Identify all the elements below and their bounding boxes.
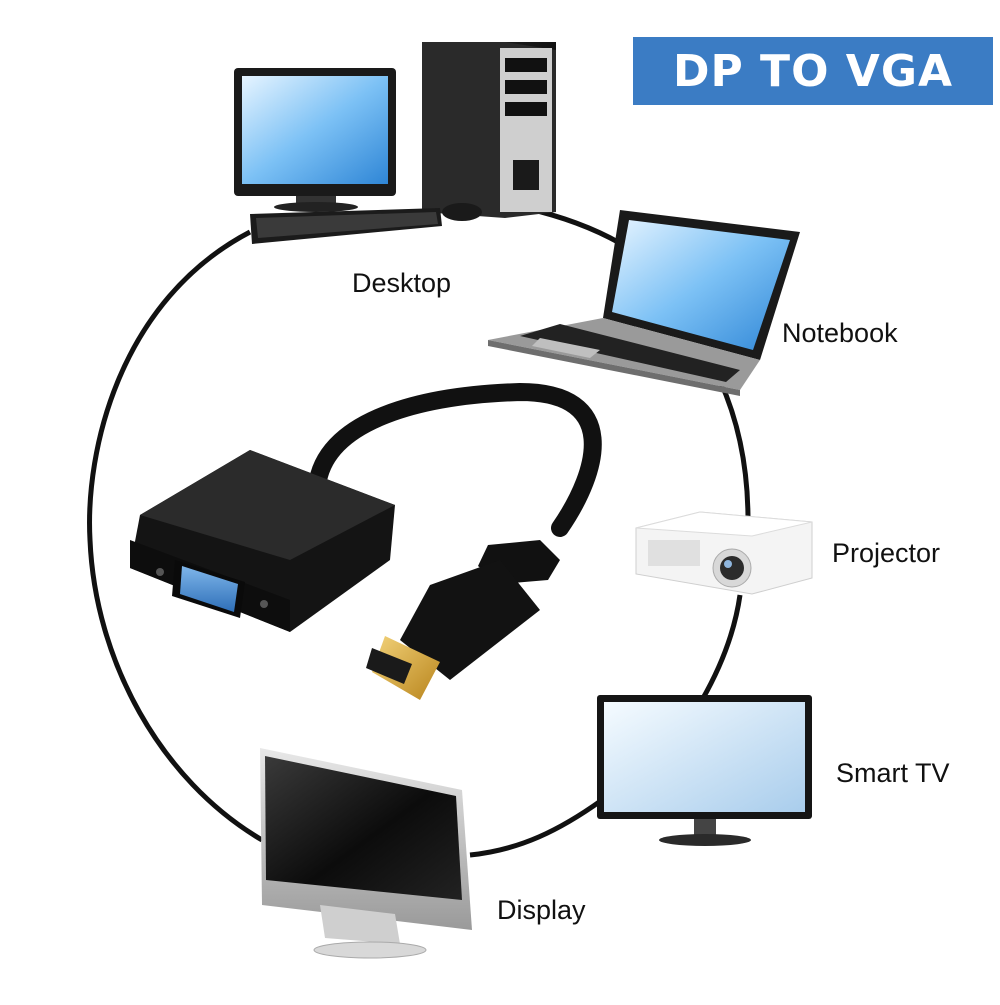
adapter-illustration [130,382,602,700]
desktop-label: Desktop [352,268,452,298]
display-label: Display [497,895,586,925]
projector-label: Projector [832,538,941,568]
desktop-illustration [234,42,556,244]
title-banner: DP TO VGA [633,37,993,105]
notebook-illustration [488,210,800,396]
smart-tv-label: Smart TV [836,758,950,788]
display-illustration [260,748,472,959]
banner-title: DP TO VGA [672,45,954,97]
notebook-label: Notebook [782,318,898,348]
projector-illustration [635,511,813,595]
smart-tv-illustration [597,695,812,846]
